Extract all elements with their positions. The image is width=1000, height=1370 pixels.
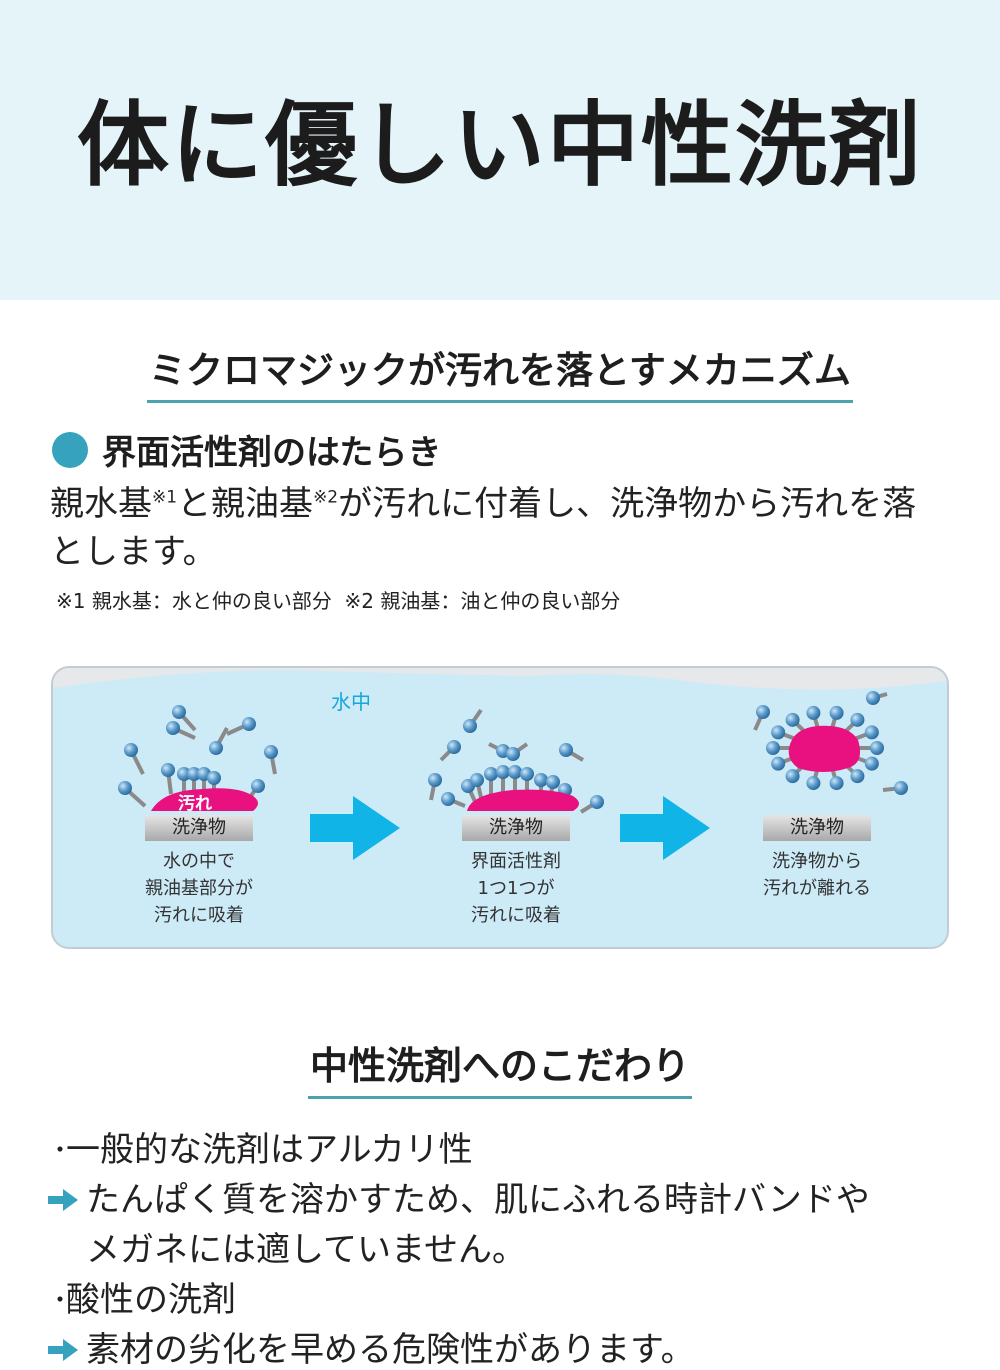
molecule-head: [785, 769, 800, 784]
desc-part3: が汚れに付着し、洗浄物から汚れを落とします。: [50, 484, 917, 572]
stain-blob-1: [151, 788, 258, 811]
molecule-head: [496, 765, 510, 779]
molecule-head: [766, 741, 780, 755]
molecule-head: [850, 712, 865, 727]
page-title: 体に優しい中性洗剤: [76, 92, 923, 199]
footnote-ref-2: ※2: [313, 487, 339, 508]
haze-band: [53, 668, 947, 690]
bullet-dot-icon: ・: [48, 1136, 72, 1164]
molecule-head: [187, 767, 201, 781]
molecule-head: [209, 741, 223, 755]
arrow-right-icon: [310, 796, 400, 860]
list-item: たんぱく質を溶かすため、肌にふれる時計バンドや: [48, 1175, 968, 1225]
molecule-head: [124, 743, 138, 757]
molecule-head: [506, 747, 520, 761]
mechanism-heading: ミクロマジックが汚れを落とすメカニズム: [0, 340, 1000, 403]
molecule-head: [771, 756, 786, 771]
molecule-head: [534, 773, 548, 787]
stage-caption-3: 洗浄物から 汚れが離れる: [763, 851, 871, 899]
water-label: 水中: [331, 690, 371, 714]
mechanism-heading-text: ミクロマジックが汚れを落とすメカニズム: [147, 340, 853, 403]
molecule-head: [590, 795, 604, 809]
arrow-right-icon: [48, 1325, 86, 1370]
list-item: 素材の劣化を早める危険性があります。: [48, 1325, 968, 1370]
commitment-heading-text: 中性洗剤へのこだわり: [307, 1035, 692, 1099]
molecule-head: [866, 691, 880, 705]
molecule-head: [520, 767, 534, 781]
molecule-head: [447, 740, 461, 754]
molecule-head: [484, 767, 498, 781]
arrow-right-icon: [48, 1175, 86, 1225]
surfactant-subheading: 界面活性剤のはたらき: [52, 425, 441, 474]
molecule-head: [806, 776, 821, 791]
stain-blob-2: [467, 789, 579, 811]
molecule-head: [172, 705, 186, 719]
molecule-head: [118, 781, 132, 795]
molecule-head: [470, 773, 484, 787]
list-item: ・ 酸性の洗剤: [48, 1275, 968, 1325]
molecule-head: [207, 771, 221, 785]
mechanism-diagram: 水中 汚れ 洗浄物 洗浄物 洗浄物 水の中で 親油基部分が 汚れに吸着 界面活性…: [51, 666, 949, 949]
wash-item-plate: 洗浄物: [763, 815, 871, 841]
molecule-head: [829, 705, 844, 720]
molecule-head: [428, 773, 442, 787]
molecule-head: [864, 756, 879, 771]
molecule-head: [242, 717, 256, 731]
molecule-head: [251, 779, 265, 793]
molecule-head: [829, 776, 844, 791]
molecules: [118, 691, 908, 814]
commitment-list: ・ 一般的な洗剤はアルカリ性 たんぱく質を溶かすため、肌にふれる時計バンドや メ…: [48, 1125, 968, 1370]
molecule-head: [785, 712, 800, 727]
stage-caption-1: 水の中で 親油基部分が 汚れに吸着: [145, 851, 253, 926]
wash-item-plate: 洗浄物: [145, 815, 253, 841]
hero-banner: 体に優しい中性洗剤: [0, 0, 1000, 300]
molecule-head: [166, 721, 180, 735]
desc-part1: 親水基: [50, 484, 152, 524]
surfactant-subheading-text: 界面活性剤のはたらき: [102, 433, 442, 473]
molecule-head: [864, 725, 879, 740]
footnote-ref-1: ※1: [152, 487, 178, 508]
molecule-head: [546, 775, 560, 789]
arrow-right-icon: [620, 796, 710, 860]
molecule-head: [441, 792, 455, 806]
stain-blob-3: [788, 725, 861, 772]
circle-bullet-icon: [52, 431, 88, 468]
molecule-head: [264, 745, 278, 759]
molecule-head: [508, 765, 522, 779]
molecule-head: [161, 763, 175, 777]
list-item: ・ 一般的な洗剤はアルカリ性: [48, 1125, 968, 1175]
molecule-head: [870, 741, 884, 755]
list-item: メガネには適していません。: [86, 1230, 526, 1270]
molecule-head: [850, 769, 865, 784]
molecule-head: [756, 705, 770, 719]
mechanism-description: 親水基※1と親油基※2が汚れに付着し、洗浄物から汚れを落とします。: [50, 480, 950, 576]
stain-label: 汚れ: [178, 794, 212, 814]
desc-part2: と親油基: [177, 484, 314, 524]
diagram-illustration: [53, 668, 947, 860]
molecule-head: [894, 781, 908, 795]
molecule-head: [463, 719, 477, 733]
footnote: ※1 親水基：水と仲の良い部分 ※2 親油基：油と仲の良い部分: [56, 589, 621, 613]
bullet-dot-icon: ・: [48, 1286, 72, 1314]
wash-item-plate: 洗浄物: [462, 815, 570, 841]
commitment-heading: 中性洗剤へのこだわり: [0, 1035, 1000, 1099]
molecule-head: [559, 743, 573, 757]
molecule-head: [806, 705, 821, 720]
stage-caption-2: 界面活性剤 1つ1つが 汚れに吸着: [471, 851, 561, 926]
molecule-head: [771, 725, 786, 740]
molecule-head: [177, 767, 191, 781]
